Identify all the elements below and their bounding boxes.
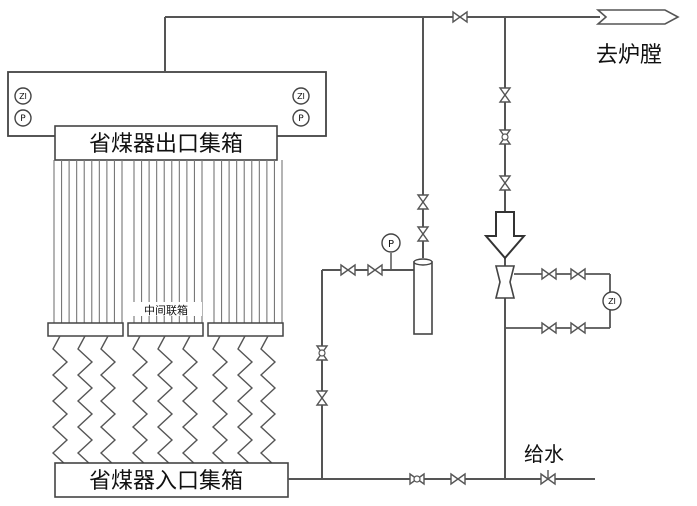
zigzag-tubes (51, 335, 277, 467)
p-gauge-right: P (292, 109, 310, 127)
zi-gauge-right: ZI (292, 87, 310, 105)
to-furnace-label: 去炉膛 (596, 43, 662, 68)
bypass-valve-h2 (367, 264, 383, 276)
flow-nozzle (494, 265, 516, 299)
zi-gauge-left: ZI (14, 87, 32, 105)
p-gauge-left: P (14, 109, 32, 127)
zigzag-coil (76, 335, 94, 467)
zigzag-coil (51, 335, 69, 467)
bypass-valve-h1 (340, 264, 356, 276)
tank-valve-lower (417, 226, 429, 242)
inlet-header-label: 省煤器入口集箱 (89, 469, 243, 494)
recirc-valve-3 (499, 175, 511, 191)
zigzag-coil (211, 335, 229, 467)
to-furnace-arrow (595, 9, 680, 25)
separator-tank (413, 261, 433, 335)
svg-text:ZI: ZI (297, 92, 305, 101)
recirc-valve-1 (499, 87, 511, 103)
zigzag-coil (99, 335, 117, 467)
dp-valve-top-2 (570, 268, 586, 280)
svg-text:P: P (388, 239, 394, 250)
inlet-header-label-box (54, 462, 289, 498)
middle-header-label: 中间联箱 (144, 303, 188, 317)
middle-header-box-center (127, 322, 204, 337)
tank-valve-upper (417, 194, 429, 210)
zigzag-coil (259, 335, 277, 467)
top-main-valve (452, 11, 468, 23)
zigzag-coil (236, 335, 254, 467)
svg-text:P: P (298, 114, 304, 124)
bypass-valve-lower (316, 390, 328, 406)
zigzag-coil (156, 335, 174, 467)
tube-bundles (53, 160, 283, 323)
zigzag-coil (181, 335, 199, 467)
zigzag-coil (131, 335, 149, 467)
middle-header-box-left (47, 322, 124, 337)
dp-valve-bottom-2 (570, 322, 586, 334)
dp-valve-top-1 (541, 268, 557, 280)
svg-text:P: P (20, 114, 26, 124)
outlet-header-label: 省煤器出口集箱 (89, 132, 243, 157)
flow-down-arrow (483, 211, 527, 260)
middle-header-box-right (207, 322, 284, 337)
svg-text:ZI: ZI (608, 297, 616, 306)
dp-valve-bottom-1 (541, 322, 557, 334)
feed-valve-2 (450, 473, 466, 485)
zi-gauge-flow: ZI (602, 291, 622, 311)
svg-text:ZI: ZI (19, 92, 27, 101)
outlet-header-label-box (54, 125, 278, 161)
p-gauge-tank: P (381, 233, 401, 253)
feedwater-label: 给水 (524, 442, 564, 466)
